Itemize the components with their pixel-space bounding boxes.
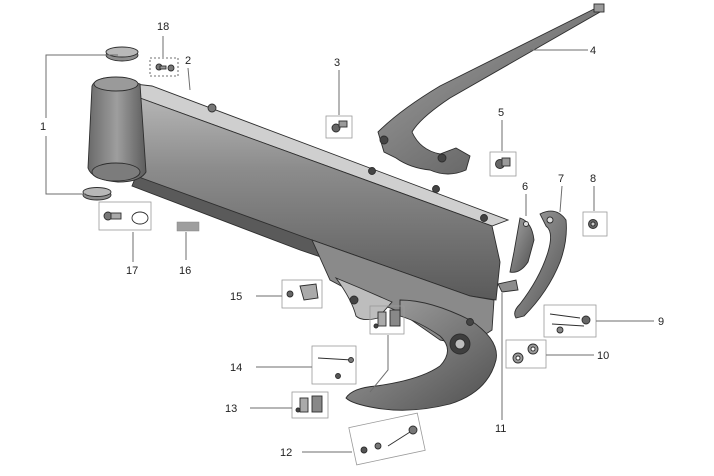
callout-11: 11 bbox=[495, 423, 506, 435]
rear-support-arm bbox=[377, 3, 605, 175]
part-9-bolts bbox=[549, 313, 591, 334]
callout-1: 1 bbox=[40, 121, 46, 133]
callout-2: 2 bbox=[185, 55, 191, 67]
callout-9: 9 bbox=[658, 316, 664, 328]
part-10-box bbox=[505, 339, 547, 369]
callout-17: 17 bbox=[126, 265, 138, 277]
callout-10: 10 bbox=[597, 350, 609, 362]
part-7-hanger bbox=[514, 210, 567, 319]
part-13-clips bbox=[295, 395, 323, 413]
part-14-box bbox=[311, 345, 357, 385]
callout-15: 15 bbox=[230, 291, 242, 303]
part-8-box bbox=[582, 211, 608, 237]
callout-3: 3 bbox=[334, 57, 340, 69]
part-5-box bbox=[489, 151, 517, 177]
callout-4: 4 bbox=[590, 45, 596, 57]
leader-lines bbox=[45, 36, 654, 453]
callout-14: 14 bbox=[230, 362, 242, 374]
callout-7: 7 bbox=[558, 173, 564, 185]
part-18-screws bbox=[155, 63, 175, 72]
part-8-fitting bbox=[588, 219, 598, 229]
part-18-box bbox=[149, 57, 179, 77]
bearing-ring-lower bbox=[82, 187, 112, 201]
part-15-bracket bbox=[286, 283, 319, 301]
part-12-rod bbox=[360, 425, 418, 454]
part-17-clamp bbox=[103, 211, 149, 225]
part-10-washers bbox=[512, 343, 539, 364]
part-3-fitting bbox=[331, 120, 348, 133]
callout-12: 12 bbox=[280, 447, 292, 459]
callout-labels: 1 2 3 4 5 6 7 8 9 10 11 12 13 14 15 16 1… bbox=[40, 21, 664, 459]
part-17-box bbox=[98, 201, 152, 231]
part-13-box bbox=[291, 391, 329, 419]
part-6-plate bbox=[509, 217, 535, 273]
bearing-ring-upper bbox=[105, 46, 139, 62]
part-16-plate bbox=[176, 221, 200, 232]
part-14-pin bbox=[317, 357, 354, 379]
part-15-box bbox=[281, 279, 323, 309]
part-12-box bbox=[348, 412, 426, 466]
main-frame bbox=[87, 76, 510, 411]
callout-8: 8 bbox=[590, 173, 596, 185]
part-5-fitting bbox=[495, 157, 511, 169]
part-14-upper-clips bbox=[373, 309, 401, 329]
part-3-box bbox=[325, 115, 353, 139]
callout-16: 16 bbox=[179, 265, 191, 277]
callout-13: 13 bbox=[225, 403, 237, 415]
part-11-wedge bbox=[497, 279, 519, 293]
callout-5: 5 bbox=[498, 107, 504, 119]
part-14-upper-box bbox=[369, 305, 405, 335]
callout-6: 6 bbox=[522, 181, 528, 193]
callout-18: 18 bbox=[157, 21, 169, 33]
